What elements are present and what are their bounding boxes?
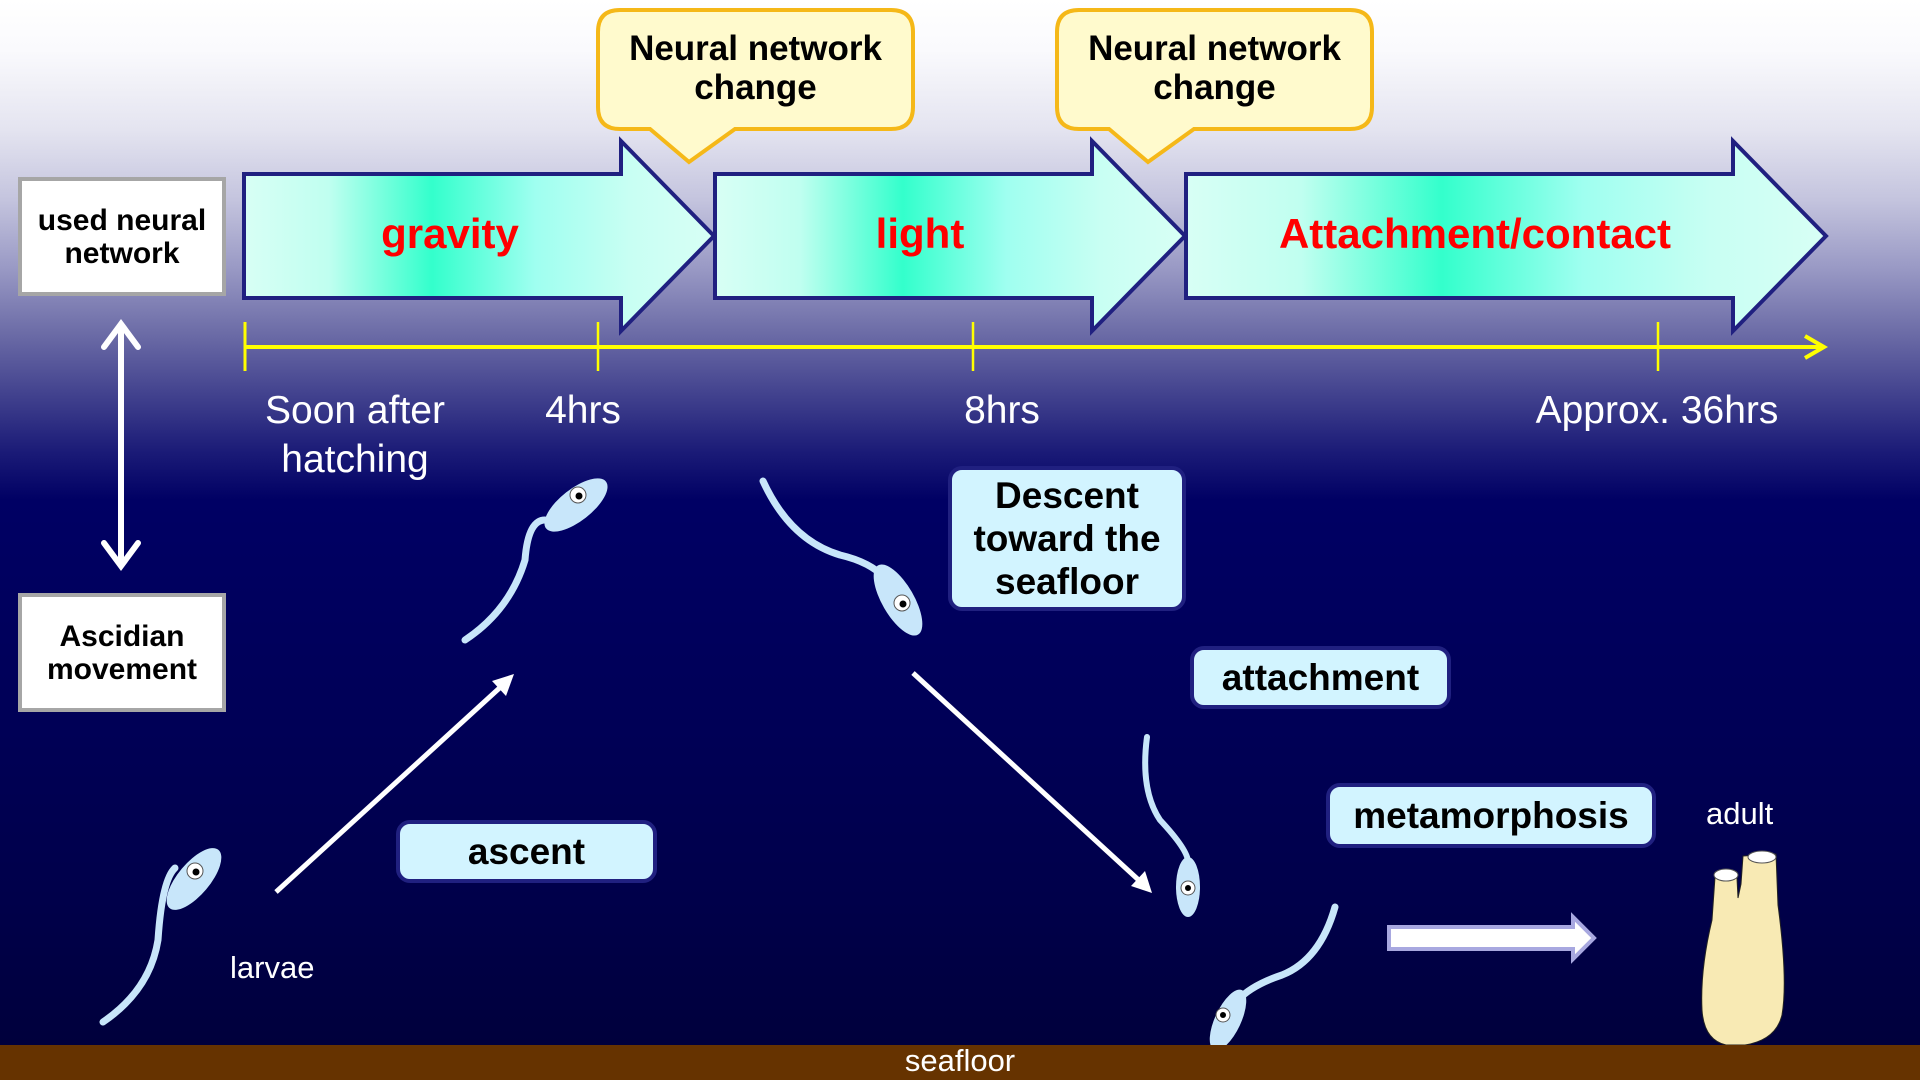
adult-ascidian-icon: [1701, 850, 1785, 1046]
stage-label-gravity: gravity: [381, 210, 519, 257]
larva-icon-descending: [759, 477, 923, 636]
metamorphosis-box: metamorphosis: [1326, 783, 1656, 848]
time-label-hatching-line-1: Soon after: [265, 389, 445, 432]
metamorphosis-arrow: [1387, 912, 1597, 964]
larva-icon-ascending: [461, 478, 608, 644]
used-neural-network-line-2: network: [64, 236, 180, 270]
larva-icon-bottom-left: [99, 848, 222, 1026]
time-label-8hrs: 8hrs: [964, 389, 1040, 432]
callout-2-text: Neural network change: [1057, 29, 1372, 107]
used-neural-network-line-1: used neural: [37, 203, 207, 237]
larva-icon-metamorphosing: [1209, 903, 1339, 1051]
callout-neural-change-1: [596, 8, 915, 165]
attachment-box: attachment: [1190, 646, 1451, 709]
descent-line-1: Descent: [995, 475, 1139, 516]
seafloor-band: [0, 1045, 1920, 1080]
descent-arrow: [911, 671, 1152, 893]
seafloor-label: seafloor: [904, 1043, 1016, 1078]
larvae-label: larvae: [230, 950, 315, 985]
double-arrow-icon: [101, 318, 141, 572]
ascidian-movement-box: Ascidian movement: [18, 593, 226, 712]
time-label-soon-after-hatching: Soon after hatching: [225, 386, 485, 484]
timeline-axis: [244, 334, 1828, 360]
callout-1-text: Neural network change: [598, 29, 913, 107]
time-label-4hrs: 4hrs: [545, 389, 621, 432]
time-label-hatching-line-2: hatching: [281, 438, 429, 481]
used-neural-network-box: used neural network: [18, 177, 226, 296]
time-label-approx-36hrs: Approx. 36hrs: [1535, 389, 1779, 432]
descent-line-3: seafloor: [995, 561, 1139, 602]
descent-box: Descent toward the seafloor: [948, 466, 1186, 611]
callout-1-line-2: change: [694, 68, 817, 107]
larva-icon-attaching: [1142, 734, 1200, 917]
callout-1-line-1: Neural network: [629, 29, 882, 68]
callout-2-line-2: change: [1153, 68, 1276, 107]
descent-line-2: toward the: [973, 518, 1161, 559]
stage-arrow-gravity: [242, 136, 717, 336]
ascidian-movement-line-1: Ascidian: [59, 619, 185, 653]
ascent-arrow: [274, 674, 514, 894]
ascidian-movement-line-2: movement: [46, 652, 198, 686]
ascent-box: ascent: [396, 820, 657, 883]
stage-arrow-light: [713, 136, 1188, 336]
stage-label-light: light: [875, 210, 965, 257]
stage-arrow-attachment: [1184, 136, 1829, 336]
stage-label-attachment-contact: Attachment/contact: [1278, 210, 1672, 257]
adult-label: adult: [1706, 796, 1774, 831]
callout-neural-change-2: [1055, 8, 1374, 165]
callout-2-line-1: Neural network: [1088, 29, 1341, 68]
